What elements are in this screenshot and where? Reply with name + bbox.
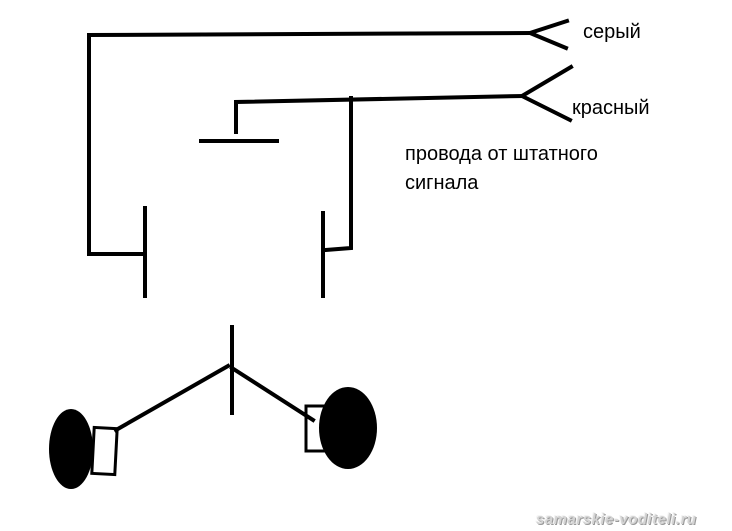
right-horn-icon bbox=[319, 387, 377, 469]
red-wire-connector bbox=[517, 64, 574, 123]
red-wire-branch bbox=[323, 96, 353, 253]
red-wire bbox=[234, 93, 525, 134]
caption-line-1: провода от штатного bbox=[405, 143, 598, 165]
left-horn-wire bbox=[113, 363, 231, 433]
gray-wire-connector bbox=[524, 18, 570, 51]
caption: провода от штатного сигнала bbox=[405, 140, 665, 198]
left-horn-icon bbox=[49, 409, 93, 489]
left-horn-bracket bbox=[90, 425, 119, 477]
right-horn-wire bbox=[229, 365, 316, 423]
caption-line-2: сигнала bbox=[405, 172, 479, 194]
watermark: samarskie-voditeli.ru bbox=[536, 511, 697, 528]
gray-wire bbox=[87, 30, 533, 256]
gray-wire-label: серый bbox=[583, 21, 641, 43]
red-wire-label: красный bbox=[572, 97, 650, 119]
